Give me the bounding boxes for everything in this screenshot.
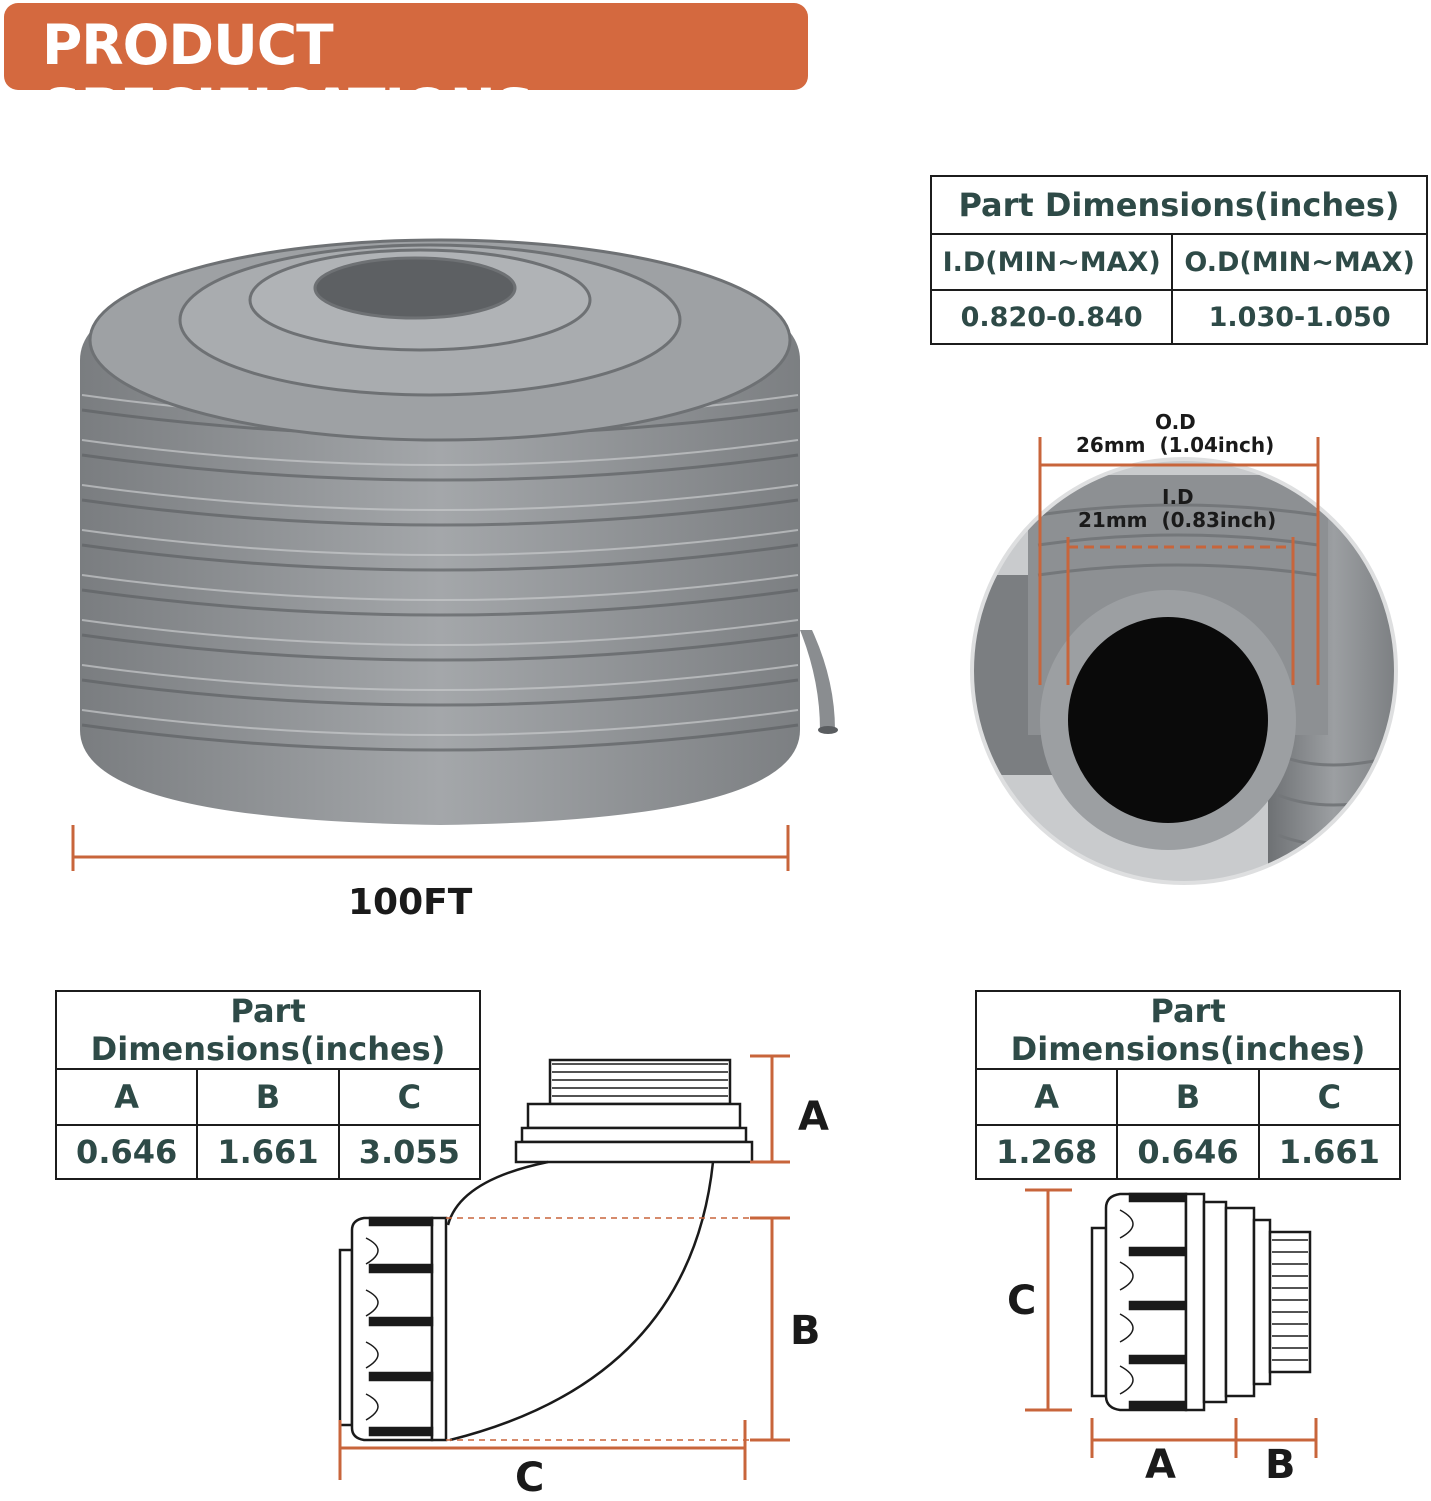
- table-header-cell: B: [196, 1068, 340, 1126]
- straight-connector-dimensions-table: Part Dimensions(inches) A B C 1.268 0.64…: [974, 990, 1402, 1180]
- header-banner: PRODUCT SPECIFICATIONS: [4, 3, 808, 141]
- conduit-coil-image: [80, 238, 838, 825]
- table-value-cell: 0.646: [1116, 1124, 1260, 1180]
- table-title: Part Dimensions(inches): [930, 175, 1428, 235]
- table-value-cell: 1.661: [1257, 1124, 1402, 1180]
- straight-connector-diagram: [1025, 1188, 1318, 1458]
- table-header-cell: B: [1116, 1068, 1260, 1126]
- od-value: 26mm (1.04inch): [1076, 433, 1275, 457]
- elbow-connector-diagram: [338, 1054, 790, 1480]
- table-value-cell: 1.030-1.050: [1171, 289, 1428, 345]
- id-value: 21mm (0.83inch): [1078, 508, 1277, 532]
- table-value-cell: 0.646: [54, 1124, 199, 1180]
- elbow-dimension-c-label: C: [515, 1455, 545, 1501]
- elbow-dimension-a-label: A: [798, 1094, 829, 1140]
- straight-dimension-c-label: C: [1007, 1278, 1037, 1324]
- table-header-cell: A: [974, 1068, 1119, 1126]
- table-header-cell: C: [1257, 1068, 1402, 1126]
- straight-dimension-a-label: A: [1145, 1442, 1176, 1488]
- table-title: Part Dimensions(inches): [975, 990, 1401, 1070]
- table-header-cell: I.D(MIN~MAX): [929, 233, 1174, 291]
- elbow-dimensions-table: Part Dimensions(inches) A B C 0.646 1.66…: [54, 990, 482, 1180]
- table-header-cell: C: [337, 1068, 482, 1126]
- conduit-cross-section-image: [970, 437, 1398, 885]
- table-title: Part Dimensions(inches): [55, 990, 481, 1070]
- od-label: O.D: [1155, 410, 1196, 434]
- table-header-cell: A: [54, 1068, 199, 1126]
- banner-title: PRODUCT SPECIFICATIONS: [42, 13, 534, 141]
- conduit-dimensions-table: Part Dimensions(inches) I.D(MIN~MAX) O.D…: [929, 175, 1428, 345]
- elbow-dimension-b-label: B: [790, 1308, 821, 1354]
- table-value-cell: 1.661: [196, 1124, 340, 1180]
- coil-length-label: 100FT: [348, 882, 473, 923]
- id-label: I.D: [1162, 485, 1194, 509]
- table-value-cell: 3.055: [337, 1124, 482, 1180]
- table-header-cell: O.D(MIN~MAX): [1171, 233, 1428, 291]
- table-value-cell: 0.820-0.840: [929, 289, 1174, 345]
- coil-length-dimension: [71, 825, 790, 871]
- table-value-cell: 1.268: [974, 1124, 1119, 1180]
- straight-dimension-b-label: B: [1265, 1442, 1296, 1488]
